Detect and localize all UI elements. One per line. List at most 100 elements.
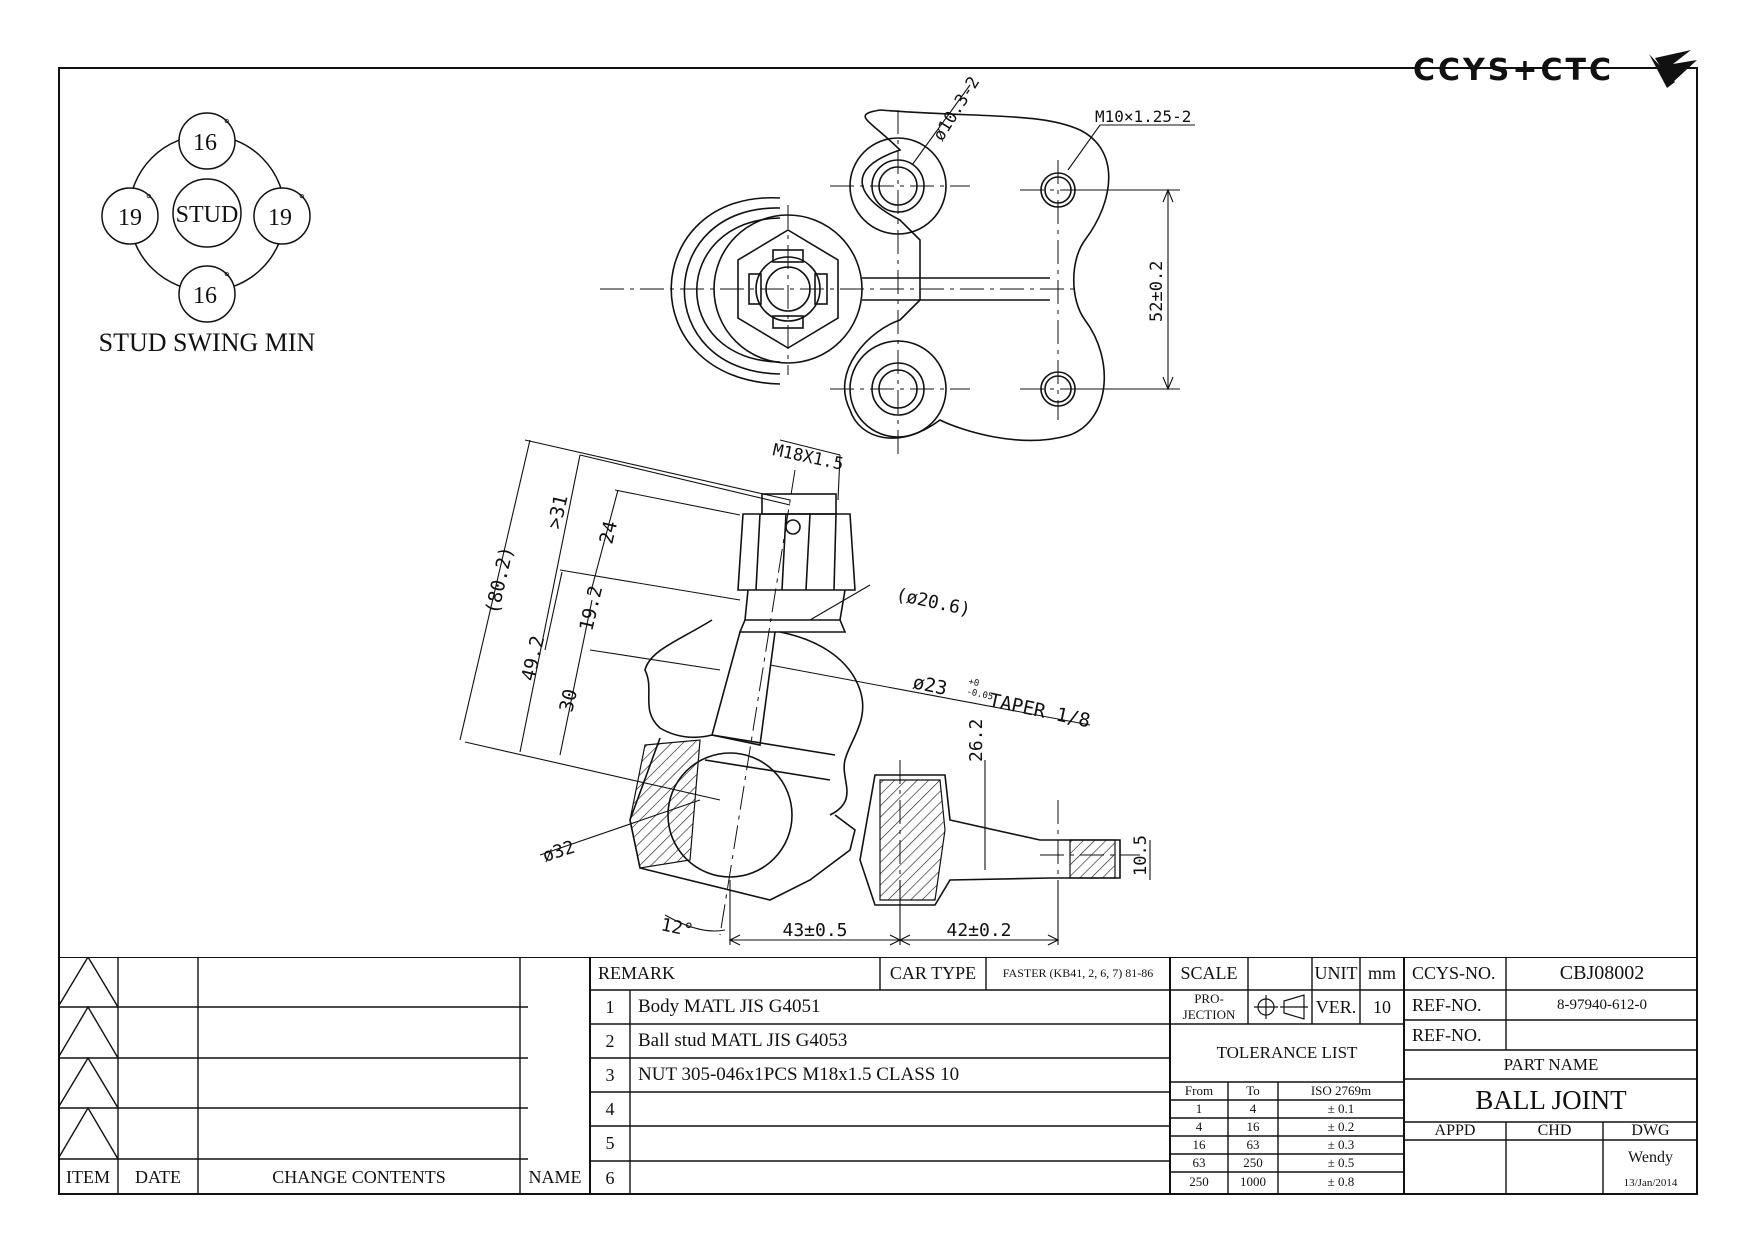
title-block-grid xyxy=(58,957,1698,1195)
tol-to: 250 xyxy=(1243,1155,1263,1170)
swing-left-value: 19 xyxy=(118,205,142,231)
remark-number: 5 xyxy=(605,1133,615,1153)
tol-value: ± 0.2 xyxy=(1327,1119,1355,1134)
swing-caption: STUD SWING MIN xyxy=(99,328,316,357)
flange-hatch-right xyxy=(1069,839,1116,879)
swing-bottom-value: 16 xyxy=(193,283,217,309)
unit-value: mm xyxy=(1367,963,1396,983)
swing-degree-left: ° xyxy=(146,192,152,207)
ref-no-value: 8-97940-612-0 xyxy=(1557,996,1647,1013)
tol-value: ± 0.3 xyxy=(1327,1137,1355,1152)
top-view-dims xyxy=(911,84,1195,391)
dim-49-2: 49.2 xyxy=(517,634,549,684)
swing-degree-bottom: ° xyxy=(224,270,230,285)
top-view xyxy=(670,109,1110,442)
revision-header-date: DATE xyxy=(135,1166,181,1187)
scale-label: SCALE xyxy=(1180,963,1238,983)
dim-taper-tol-upper: +0 xyxy=(967,677,980,689)
revision-header-contents: CHANGE CONTENTS xyxy=(272,1166,446,1187)
tol-from: 250 xyxy=(1189,1174,1209,1189)
remark-header: REMARK xyxy=(598,963,676,983)
ref-no-label-2: REF-NO. xyxy=(1412,1024,1482,1045)
dim-dia-20-6: (ø20.6) xyxy=(894,584,973,620)
dim-taper: TAPER 1/8 xyxy=(987,689,1092,732)
swing-right-value: 19 xyxy=(268,205,292,231)
dim-taper-diameter: ø23 xyxy=(911,671,949,700)
projection-symbol-icon xyxy=(1254,994,1308,1020)
tolerance-list-title: TOLERANCE LIST xyxy=(1216,1043,1358,1062)
ref-no-label: REF-NO. xyxy=(1412,994,1482,1015)
logo-wing-icon xyxy=(1649,50,1697,88)
tol-header-iso: ISO 2769m xyxy=(1310,1083,1372,1098)
remark-text xyxy=(630,1126,1170,1161)
dim-10-5: 10.5 xyxy=(1131,835,1151,876)
swing-degree-right: ° xyxy=(299,192,305,207)
dim-19-2: 19.2 xyxy=(575,584,607,634)
remark-number: 6 xyxy=(605,1167,615,1188)
stud-swing-diagram xyxy=(101,112,311,323)
dim-hole-spacing: 52±0.2 xyxy=(1147,261,1167,322)
tol-value: ± 0.5 xyxy=(1327,1155,1355,1170)
dim-26-2: 26.2 xyxy=(966,719,987,762)
side-view-dims xyxy=(459,439,1151,946)
dim-hole-diameter: ø10.3-2 xyxy=(929,73,984,144)
remark-text: Body MATL JIS G4051 xyxy=(638,996,821,1017)
chd-label: CHD xyxy=(1537,1122,1572,1139)
car-type-label: CAR TYPE xyxy=(889,963,977,983)
part-name-label: PART NAME xyxy=(1503,1054,1599,1074)
top-view-centerlines xyxy=(600,110,1095,460)
swing-center-label: STUD xyxy=(176,202,239,228)
flange-hatch xyxy=(879,779,946,901)
dim-stud-thread: M18X1.5 xyxy=(771,440,845,474)
dim-thread-holes: M10×1.25-2 xyxy=(1095,107,1191,126)
drawing-date: 13/Jan/2014 xyxy=(1623,1177,1678,1189)
swing-top-value: 16 xyxy=(193,130,217,156)
remark-text: Ball stud MATL JIS G4053 xyxy=(638,1030,848,1051)
projection-label-2: JECTION xyxy=(1182,1007,1236,1022)
tol-to: 4 xyxy=(1249,1101,1257,1116)
tol-to: 63 xyxy=(1246,1137,1260,1152)
ccys-no-label: CCYS-NO. xyxy=(1412,963,1496,983)
revision-header-item: ITEM xyxy=(66,1166,110,1187)
remark-number: 4 xyxy=(605,1098,615,1119)
tol-header-to: To xyxy=(1246,1083,1260,1098)
dim-overall-length: (80.2) xyxy=(481,544,518,616)
dim-42: 42±0.2 xyxy=(946,920,1011,941)
tol-from: 63 xyxy=(1192,1155,1206,1170)
remark-text xyxy=(630,1161,1170,1195)
logo: CCYS+CTC xyxy=(1413,50,1697,88)
part-name-value: BALL JOINT xyxy=(1475,1085,1627,1115)
drawer-name: Wendy xyxy=(1628,1149,1673,1166)
remark-text: NUT 305-046x1PCS M18x1.5 CLASS 10 xyxy=(638,1064,960,1085)
revision-header-name: NAME xyxy=(528,1166,582,1187)
remark-number: 3 xyxy=(605,1064,615,1085)
dim-24: 24 xyxy=(595,519,622,546)
version-value: 10 xyxy=(1373,996,1391,1017)
dwg-label: DWG xyxy=(1631,1122,1670,1139)
tol-to: 1000 xyxy=(1240,1174,1266,1189)
car-type-value: FASTER (KB41, 2, 6, 7) 81-86 xyxy=(1002,966,1154,980)
ccys-no-value: CBJ08002 xyxy=(1559,962,1645,984)
title-block: ITEM DATE CHANGE CONTENTS NAME REMARK CA… xyxy=(58,957,1698,1195)
swing-degree-top: ° xyxy=(224,117,230,132)
unit-label: UNIT xyxy=(1314,963,1358,983)
tol-to: 16 xyxy=(1246,1119,1260,1134)
remark-number: 1 xyxy=(605,996,615,1017)
drawing-frame xyxy=(58,67,1698,1195)
ref-no-value-2 xyxy=(1506,1020,1698,1050)
side-view xyxy=(629,493,1121,906)
tol-from: 1 xyxy=(1195,1101,1203,1116)
tol-value: ± 0.8 xyxy=(1327,1174,1355,1189)
appd-label: APPD xyxy=(1434,1122,1476,1139)
version-label: VER. xyxy=(1315,996,1357,1017)
dim-dia-32: ø32 xyxy=(540,837,577,867)
logo-text: CCYS+CTC xyxy=(1413,53,1614,88)
dim-30: 30 xyxy=(555,687,582,714)
dim-43: 43±0.5 xyxy=(782,920,847,941)
technical-drawing: STUD 16 16 19 19 ° ° ° ° STUD SWING MIN xyxy=(99,73,1195,946)
tol-from: 4 xyxy=(1195,1119,1203,1134)
projection-label-1: PRO- xyxy=(1194,991,1224,1006)
tol-value: ± 0.1 xyxy=(1327,1101,1355,1116)
remark-text xyxy=(630,1092,1170,1126)
housing-hatch-left xyxy=(629,739,701,869)
